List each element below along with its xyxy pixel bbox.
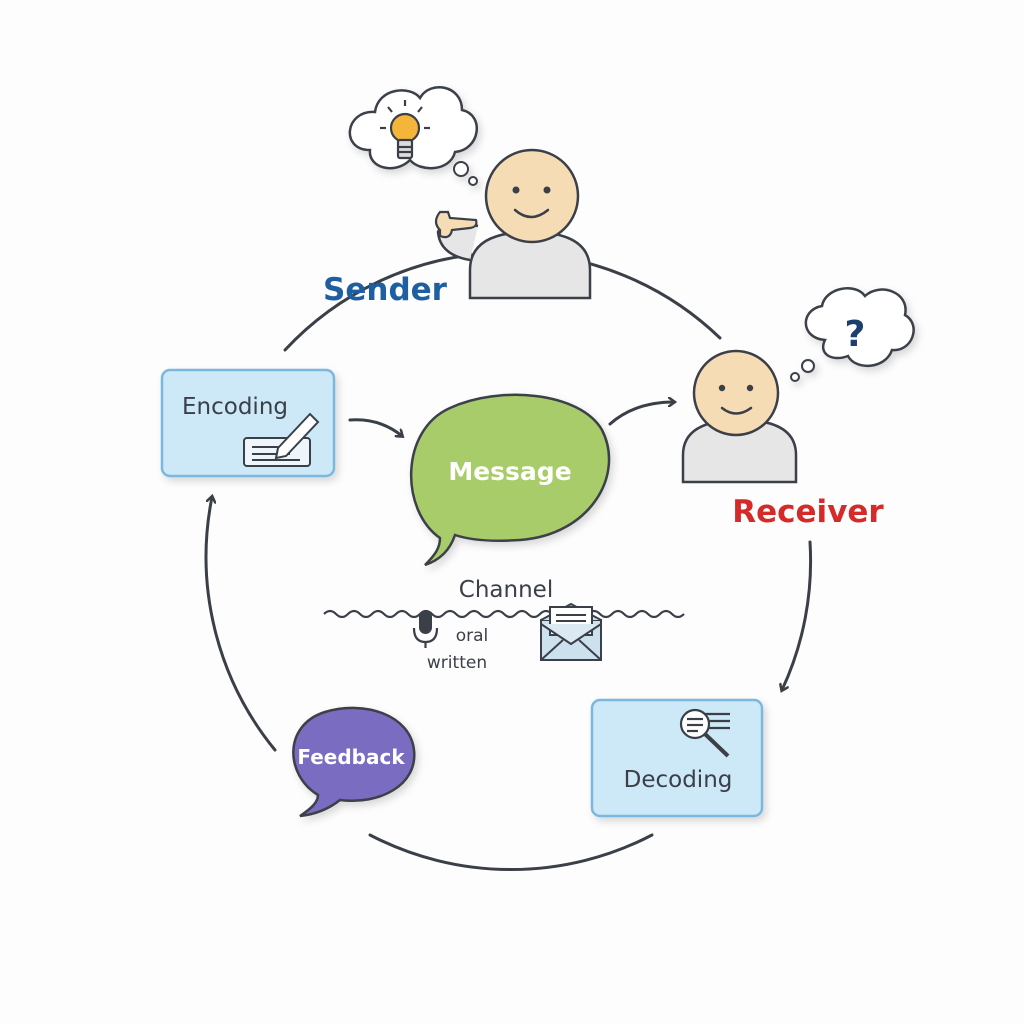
feedback-label: Feedback — [297, 745, 405, 769]
microphone-icon — [412, 610, 439, 648]
arc-receiver-to-decoding — [782, 540, 813, 690]
message-bubble — [410, 393, 611, 567]
arc-decoding-to-feedback — [368, 833, 654, 871]
sender-person — [434, 148, 592, 300]
decoding-label: Decoding — [624, 767, 733, 793]
arrow-message-to-receiver — [608, 402, 674, 426]
receiver-person — [681, 349, 798, 484]
message-label: Message — [448, 457, 571, 486]
sender-label: Sender — [323, 272, 448, 308]
lightbulb-icon — [380, 100, 430, 160]
envelope-icon — [540, 602, 602, 661]
receiver-thought-bubble — [790, 287, 915, 382]
feedback-bubble — [292, 706, 416, 818]
encoding-label: Encoding — [182, 394, 288, 420]
channel-oral-label: oral — [456, 626, 489, 646]
channel-written-label: written — [427, 653, 487, 673]
channel-label: Channel — [459, 577, 553, 603]
arrow-encoding-to-message — [348, 418, 402, 436]
magnifier-document-icon — [679, 708, 730, 758]
receiver-label: Receiver — [732, 494, 884, 530]
question-mark-icon: ? — [845, 314, 866, 355]
decoding-box — [590, 698, 764, 818]
channel-wave — [323, 609, 685, 619]
arc-feedback-to-encoding — [204, 497, 277, 752]
pencil-writing-icon — [243, 412, 320, 467]
